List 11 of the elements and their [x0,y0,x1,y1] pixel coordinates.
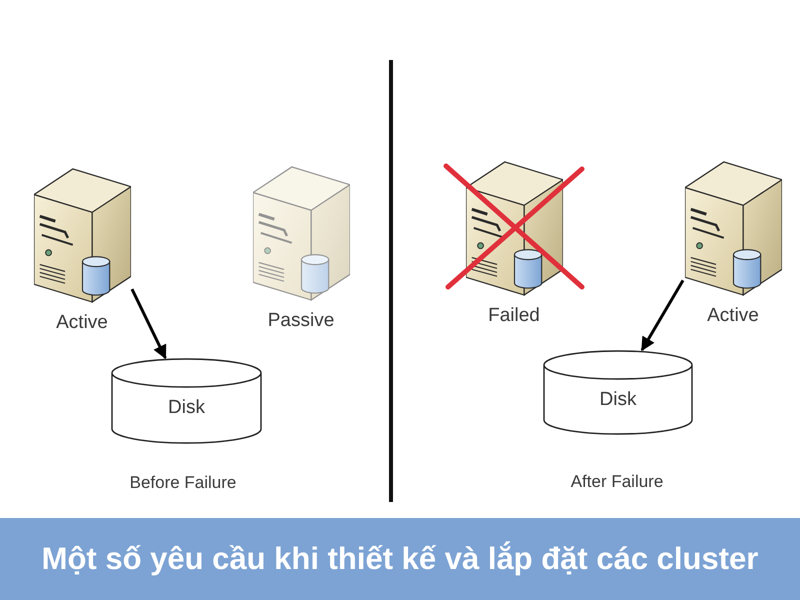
state-caption: Before Failure [128,472,238,494]
server-label: Failed [487,305,541,327]
arrow [130,288,167,360]
server-label: Active [55,312,109,334]
server-label: Active [706,305,760,327]
disk-label: Disk [167,397,206,419]
server-label: Passive [266,310,336,332]
arrow [640,280,684,352]
state-caption: After Failure [570,471,664,493]
disk-label: Disk [598,389,638,411]
caption-text: Một số yêu cầu khi thiết kế và lắp đặt các cluster [42,541,758,577]
